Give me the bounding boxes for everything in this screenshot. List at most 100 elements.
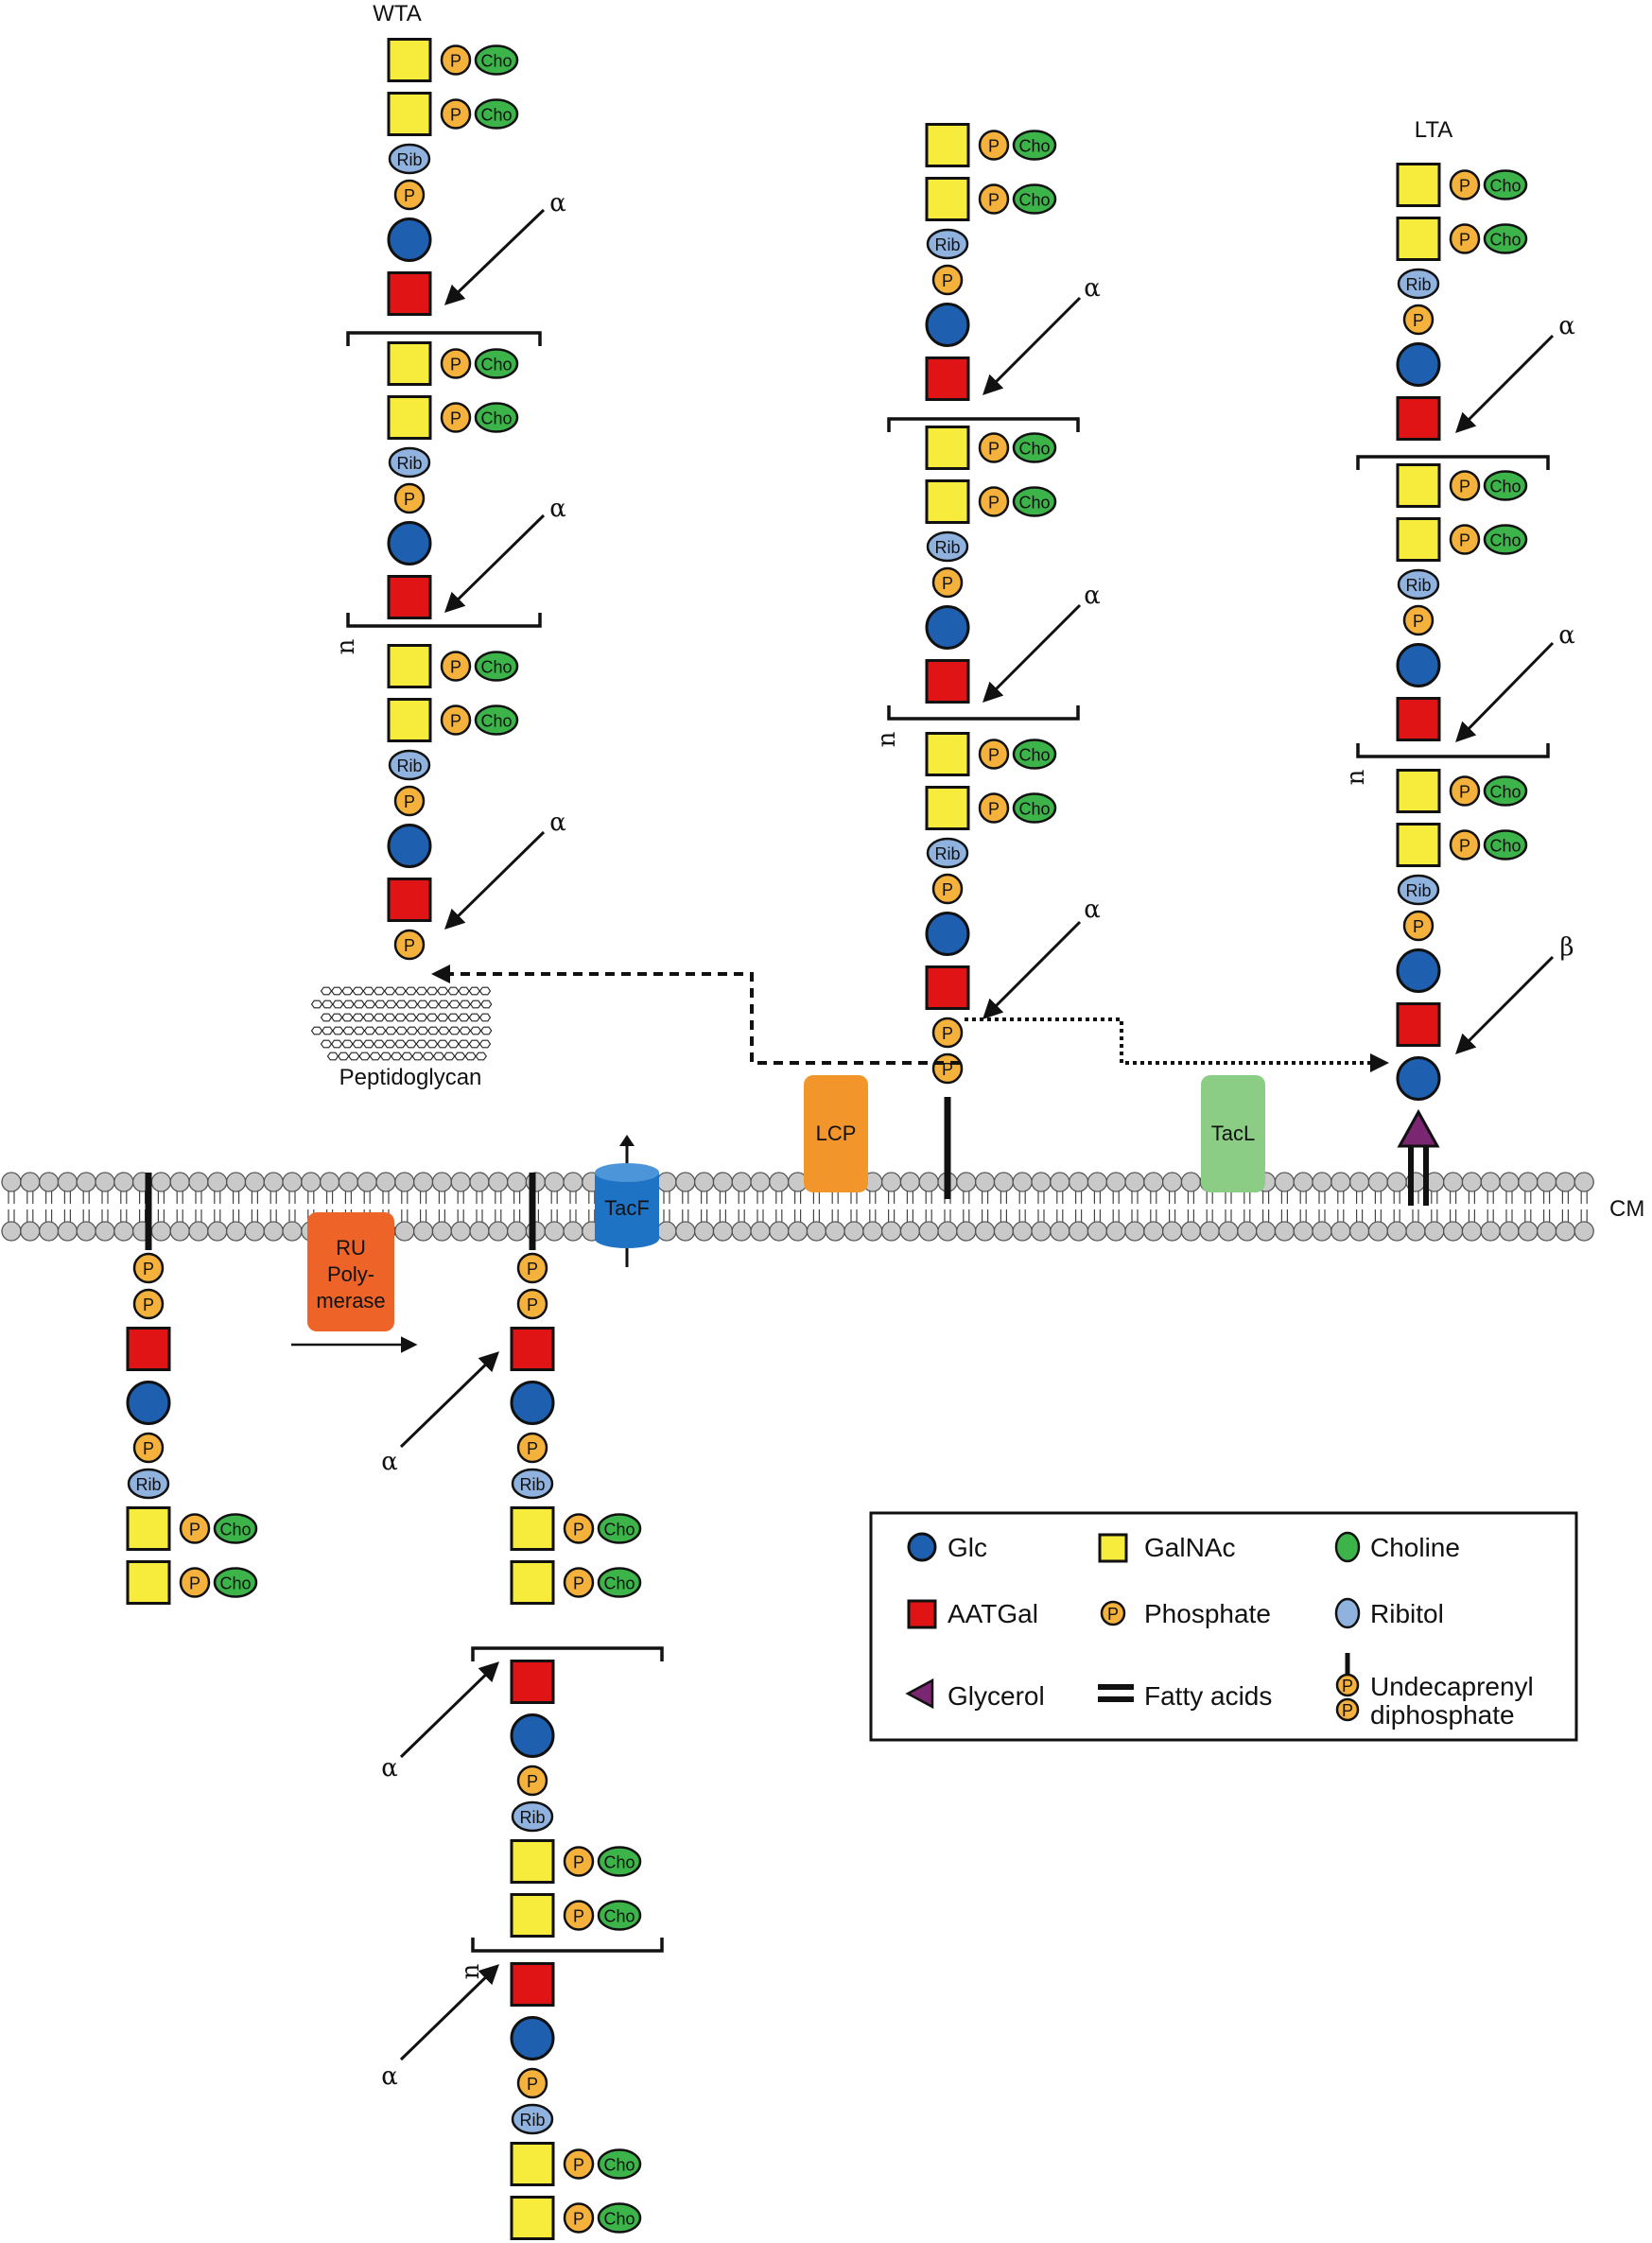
phosphate-circle bbox=[132, 1432, 165, 1464]
peptidoglycan-unit bbox=[458, 1013, 470, 1022]
lipid-head bbox=[769, 1172, 790, 1192]
ribitol-ellipse bbox=[388, 143, 431, 175]
lipid-head bbox=[431, 1221, 453, 1242]
legend-undecaprenyl-p2 bbox=[1335, 1697, 1360, 1722]
phosphate-label: P bbox=[527, 1772, 538, 1791]
lipid-head bbox=[1161, 1221, 1183, 1242]
ribitol-label: Rib bbox=[135, 1475, 161, 1494]
phosphate-circle bbox=[1449, 775, 1481, 807]
lipid-head bbox=[225, 1172, 247, 1192]
phosphate-circle bbox=[978, 486, 1010, 517]
lipid-head bbox=[656, 1221, 677, 1242]
phosphate-circle bbox=[563, 1846, 595, 1877]
ribitol-label: Rib bbox=[1405, 275, 1431, 294]
choline-label: Cho bbox=[480, 106, 512, 125]
ribitol-label: Rib bbox=[396, 150, 422, 169]
choline-ellipse bbox=[1012, 130, 1057, 161]
legend-glycerol: Glycerol bbox=[948, 1681, 1045, 1711]
lipid-head bbox=[469, 1221, 490, 1242]
lipid-head bbox=[1312, 1172, 1332, 1192]
lipid-head bbox=[225, 1221, 247, 1242]
phosphate-circle bbox=[132, 1252, 165, 1284]
choline-ellipse bbox=[474, 651, 519, 682]
peptidoglycan-unit bbox=[468, 1039, 480, 1049]
repeat-bracket bbox=[1356, 743, 1550, 758]
alpha-linkage-arrow bbox=[443, 208, 546, 305]
phosphate-circle bbox=[393, 929, 426, 961]
choline-ellipse bbox=[1483, 169, 1528, 200]
lipid-head bbox=[1087, 1172, 1108, 1192]
ribitol-label: Rib bbox=[1405, 881, 1431, 900]
peptidoglycan-unit bbox=[427, 1000, 440, 1009]
lipid-head bbox=[1518, 1172, 1539, 1192]
linkage-label: α bbox=[549, 189, 566, 217]
lta-transfer-arrow bbox=[965, 1017, 1389, 1072]
aatgal-square bbox=[510, 1660, 555, 1704]
phosphate-circle bbox=[978, 739, 1010, 770]
lipid-head bbox=[113, 1221, 134, 1242]
lipid-head bbox=[675, 1221, 696, 1242]
ribitol-ellipse bbox=[1397, 568, 1440, 600]
aatgal-square bbox=[387, 878, 432, 922]
phosphate-label: P bbox=[143, 1295, 154, 1314]
lipid-head bbox=[656, 1172, 677, 1192]
choline-label: Cho bbox=[1489, 837, 1521, 856]
choline-label: Cho bbox=[603, 1521, 635, 1539]
lipid-head bbox=[1386, 1221, 1407, 1242]
lipid-head bbox=[880, 1172, 902, 1192]
choline-label: Cho bbox=[219, 1521, 251, 1539]
lipid-head bbox=[1348, 1172, 1370, 1192]
phosphate-label: P bbox=[573, 1574, 584, 1593]
lipid-head bbox=[244, 1221, 266, 1242]
phosphate-circle bbox=[516, 1288, 548, 1320]
tacl-enzyme: TacL bbox=[1201, 1075, 1265, 1192]
tacf-label: TacF bbox=[604, 1196, 650, 1220]
choline-label: Cho bbox=[603, 1907, 635, 1926]
linkage-label: α bbox=[549, 495, 566, 523]
legend: PPP Glc GalNAc Choline AATGal Phosphate … bbox=[869, 1511, 1578, 1742]
galnac-square bbox=[510, 1839, 555, 1884]
repeat-bracket bbox=[1356, 455, 1550, 470]
phosphate-label: P bbox=[942, 1024, 953, 1043]
choline-label: Cho bbox=[1489, 783, 1521, 802]
lipid-head bbox=[1518, 1221, 1539, 1242]
galnac-square bbox=[387, 38, 432, 82]
lipid-head bbox=[1536, 1172, 1557, 1192]
lcp-label: LCP bbox=[816, 1122, 857, 1145]
aatgal-square bbox=[1396, 1002, 1441, 1047]
choline-ellipse bbox=[597, 1513, 642, 1544]
phosphate-label: P bbox=[1459, 177, 1470, 196]
alpha-linkage-arrow bbox=[983, 920, 1082, 1019]
lipid-head bbox=[1574, 1221, 1594, 1242]
lipid-head bbox=[1050, 1221, 1070, 1242]
lipid-head bbox=[1274, 1172, 1296, 1192]
galnac-square bbox=[1396, 517, 1441, 562]
peptidoglycan-unit bbox=[437, 1013, 449, 1022]
phosphate-label: P bbox=[988, 191, 1000, 210]
peptidoglycan-unit bbox=[448, 1026, 461, 1035]
peptidoglycan-label: Peptidoglycan bbox=[339, 1065, 482, 1090]
peptidoglycan-unit bbox=[447, 986, 460, 996]
lipid-head bbox=[974, 1172, 996, 1192]
lipid-head bbox=[1199, 1221, 1220, 1242]
aatgal-square bbox=[925, 659, 970, 704]
alpha-linkage-arrow bbox=[399, 1661, 500, 1759]
peptidoglycan-unit bbox=[322, 1026, 334, 1035]
galnac-square bbox=[1396, 463, 1441, 508]
legend-choline-ellipse bbox=[1334, 1531, 1361, 1563]
phosphate-label: P bbox=[573, 2156, 584, 2175]
lipid-head bbox=[1068, 1221, 1089, 1242]
glc-circle bbox=[510, 2016, 555, 2060]
legend-ribitol: Ribitol bbox=[1370, 1599, 1444, 1628]
ribitol-ellipse bbox=[511, 1800, 554, 1833]
choline-label: Cho bbox=[1489, 177, 1521, 196]
lipid-head bbox=[880, 1221, 902, 1242]
lipid-head bbox=[1293, 1221, 1313, 1242]
peptidoglycan-unit bbox=[468, 1013, 480, 1022]
choline-ellipse bbox=[1012, 486, 1057, 517]
aatgal-square bbox=[925, 356, 970, 401]
lipid-head bbox=[95, 1172, 115, 1192]
ribitol-label: Rib bbox=[934, 235, 960, 254]
peptidoglycan-unit bbox=[391, 1052, 403, 1061]
legend-galnac: GalNAc bbox=[1144, 1533, 1235, 1562]
